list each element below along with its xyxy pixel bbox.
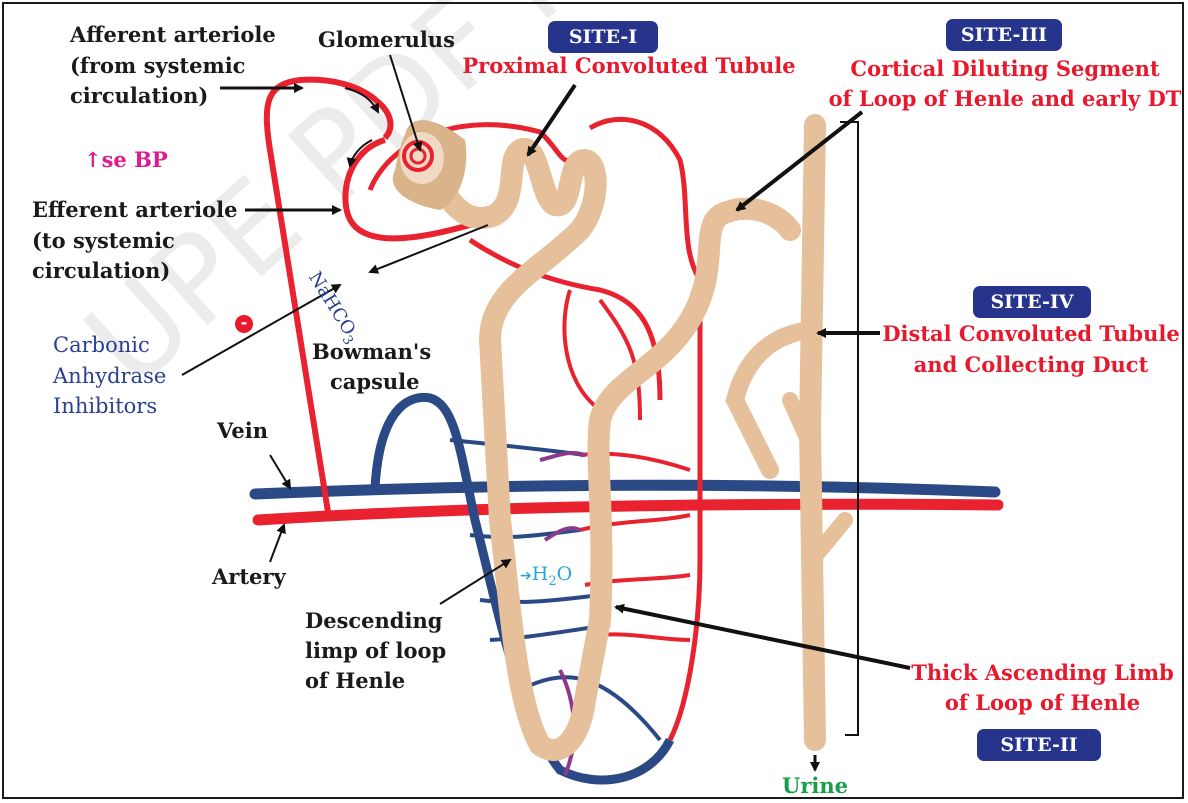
water-text-tail: O (557, 563, 573, 585)
site4-title-line2: and Collecting Duct (878, 350, 1184, 380)
site3-title-line2: of Loop of Henle and early DT (825, 84, 1185, 114)
afferent-label-line1: Afferent arteriole (70, 20, 276, 50)
site4-badge: SITE-IV (973, 286, 1091, 318)
water-label: ➔H2O (520, 563, 572, 589)
urine-label: Urine (782, 771, 848, 801)
descending-label-line3: of Henle (305, 666, 405, 696)
site3-title-line1: Cortical Diluting Segment (835, 54, 1175, 84)
water-arrow-icon: ➔ (520, 568, 532, 584)
site1-title: Proximal Convoluted Tubule (445, 51, 813, 81)
minus-sign-text: - (241, 313, 248, 332)
glomerulus-label: Glomerulus (318, 25, 455, 55)
site2-title-line1: Thick Ascending Limb (905, 658, 1180, 688)
bp-label: ↑se BP (84, 145, 168, 175)
efferent-label-line2: (to systemic (32, 226, 175, 256)
efferent-label-line3: circulation) (32, 256, 170, 286)
water-subscript: 2 (548, 574, 556, 589)
carbonic-label-line3: Inhibitors (53, 391, 157, 421)
artery-label: Artery (212, 562, 286, 592)
bowmans-label-line2: capsule (330, 367, 420, 397)
efferent-label-line1: Efferent arteriole (32, 195, 237, 225)
site2-badge: SITE-II (977, 729, 1101, 761)
descending-label-line2: limp of loop (305, 636, 446, 666)
vein-label: Vein (217, 416, 268, 446)
carbonic-label-line2: Anhydrase (53, 361, 166, 391)
minus-sign-icon: - (235, 315, 253, 333)
bowmans-label-line1: Bowman's (312, 337, 431, 367)
site2-title-line2: of Loop of Henle (905, 688, 1180, 718)
descending-label-line1: Descending (305, 606, 442, 636)
site4-title-line1: Distal Convoluted Tubule (878, 319, 1184, 349)
carbonic-label-line1: Carbonic (53, 330, 150, 360)
afferent-label-line2: (from systemic (70, 51, 245, 81)
site1-badge: SITE-I (548, 21, 658, 53)
site3-badge: SITE-III (946, 19, 1062, 51)
afferent-label-line3: circulation) (70, 81, 208, 111)
water-text: H (532, 563, 549, 585)
